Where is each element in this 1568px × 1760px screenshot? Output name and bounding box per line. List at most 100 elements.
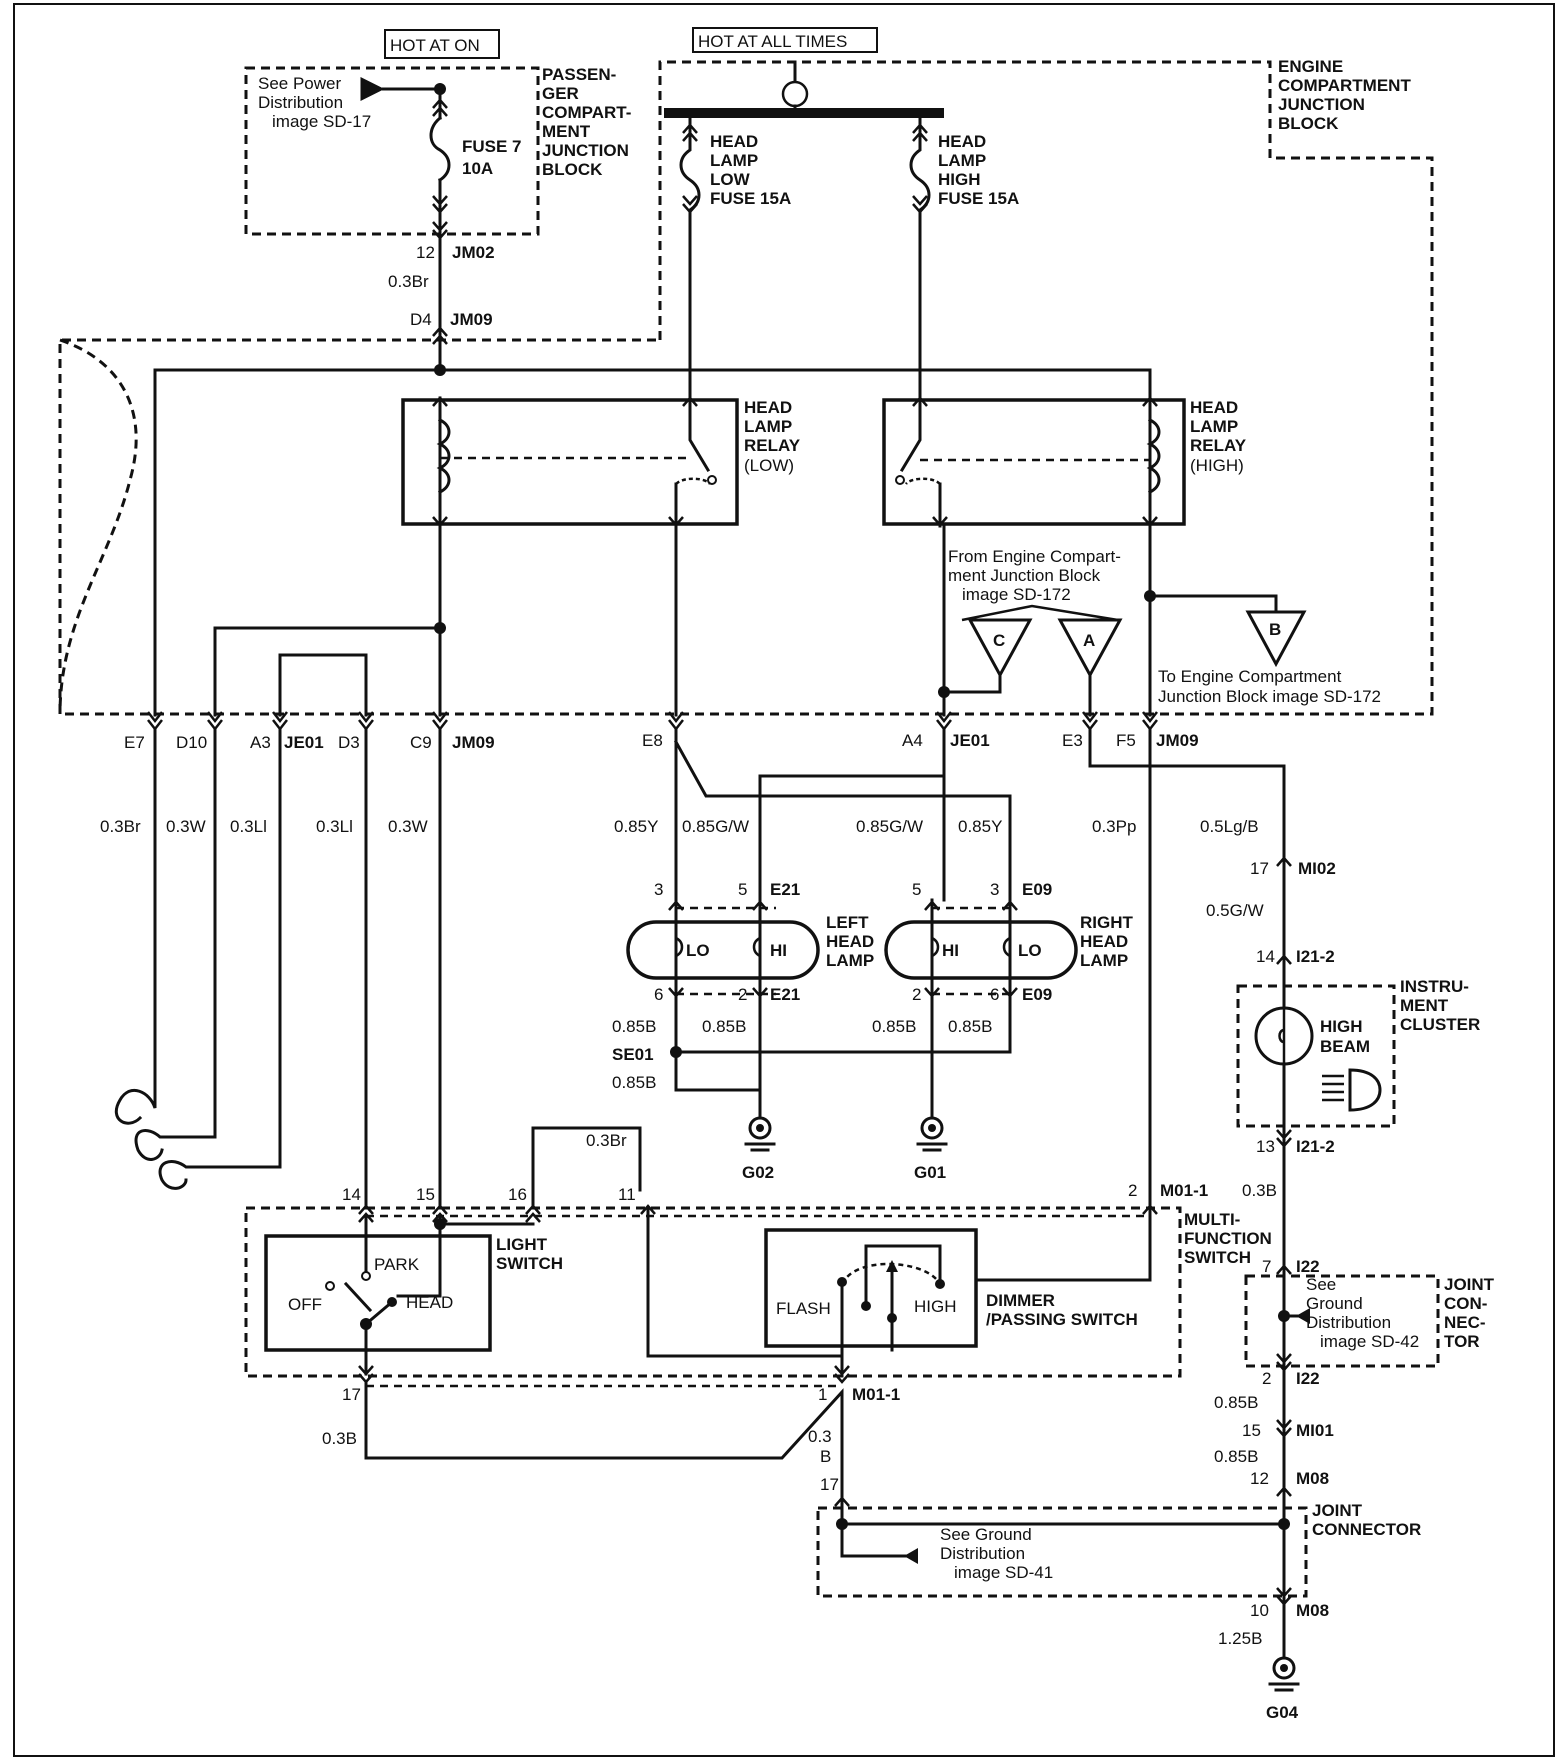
pin-d4: D4 bbox=[410, 310, 432, 329]
hot-at-on-label: HOT AT ON bbox=[384, 29, 500, 59]
svg-text:HEAD: HEAD bbox=[826, 932, 874, 951]
pin-2-switch: 2 bbox=[1128, 1181, 1137, 1200]
head-lamp-low-fuse: HEAD LAMP LOW FUSE 15A bbox=[679, 116, 791, 400]
svg-text:G04: G04 bbox=[1266, 1703, 1299, 1722]
connector-i21-2-top: I21-2 bbox=[1296, 947, 1335, 966]
connector-e09-bottom: E09 bbox=[1022, 985, 1052, 1004]
connector-e21-bottom: E21 bbox=[770, 985, 800, 1004]
svg-text:COMPARTMENT: COMPARTMENT bbox=[1278, 76, 1411, 95]
svg-text:ENGINE: ENGINE bbox=[1278, 57, 1343, 76]
pin-17-mi02: 17 bbox=[1250, 859, 1269, 878]
relay-low-box bbox=[401, 398, 739, 526]
svg-text:/PASSING SWITCH: /PASSING SWITCH bbox=[986, 1310, 1138, 1329]
wire-se01-label: 0.85B bbox=[612, 1073, 656, 1092]
pin-16-switch: 16 bbox=[508, 1185, 527, 1204]
connector-mi02: MI02 bbox=[1298, 859, 1336, 878]
connector-tag-c: C bbox=[967, 618, 1033, 679]
pin-f5: F5 bbox=[1116, 731, 1136, 750]
svg-text:Junction Block image SD-172: Junction Block image SD-172 bbox=[1158, 687, 1381, 706]
svg-text:C: C bbox=[993, 631, 1005, 650]
connector-jm02: JM02 bbox=[452, 243, 495, 262]
head-lamp-high-fuse: HEAD LAMP HIGH FUSE 15A bbox=[909, 116, 1019, 400]
svg-text:JUNCTION: JUNCTION bbox=[542, 141, 629, 160]
fuse-7: FUSE 7 10A bbox=[429, 87, 522, 240]
light-switch-off-label: OFF bbox=[288, 1295, 322, 1314]
svg-text:LAMP: LAMP bbox=[1080, 951, 1128, 970]
wire-e3-label: 0.5Lg/B bbox=[1200, 817, 1259, 836]
pin-right-6: 6 bbox=[990, 985, 999, 1004]
connector-e09-top: E09 bbox=[1022, 880, 1052, 899]
wire-left-2-label: 0.85B bbox=[702, 1017, 746, 1036]
svg-text:From Engine Compart-: From Engine Compart- bbox=[948, 547, 1121, 566]
pin-e7: E7 bbox=[124, 733, 145, 752]
svg-text:DIMMER: DIMMER bbox=[986, 1291, 1055, 1310]
svg-text:CLUSTER: CLUSTER bbox=[1400, 1015, 1480, 1034]
connector-je01-left: JE01 bbox=[284, 733, 324, 752]
svg-text:HOT AT ALL TIMES: HOT AT ALL TIMES bbox=[698, 32, 847, 51]
svg-text:MENT: MENT bbox=[542, 122, 591, 141]
svg-text:FUSE 15A: FUSE 15A bbox=[710, 189, 791, 208]
light-switch-park-label: PARK bbox=[374, 1255, 420, 1274]
connector-i22-bottom: I22 bbox=[1296, 1369, 1320, 1388]
wire-0.3br-top: 0.3Br bbox=[388, 272, 429, 291]
svg-text:LOW: LOW bbox=[710, 170, 751, 189]
svg-text:SWITCH: SWITCH bbox=[496, 1254, 563, 1273]
svg-text:HIGH: HIGH bbox=[1320, 1017, 1363, 1036]
high-beam-indicator: HIGH BEAM bbox=[1254, 1006, 1370, 1066]
svg-text:JOINT: JOINT bbox=[1444, 1275, 1495, 1294]
pin-left-2: 2 bbox=[738, 985, 747, 1004]
svg-text:NEC-: NEC- bbox=[1444, 1313, 1486, 1332]
pin-right-2: 2 bbox=[912, 985, 921, 1004]
svg-text:RELAY: RELAY bbox=[1190, 436, 1247, 455]
svg-text:TOR: TOR bbox=[1444, 1332, 1480, 1351]
pin-left-5: 5 bbox=[738, 880, 747, 899]
light-switch-head-label: HEAD bbox=[406, 1293, 453, 1312]
see-ground-41-note: See Ground Distribution image SD-41 bbox=[940, 1525, 1053, 1582]
svg-text:Distribution: Distribution bbox=[1306, 1313, 1391, 1332]
dimmer-switch-box bbox=[764, 1228, 978, 1348]
svg-text:LAMP: LAMP bbox=[1190, 417, 1238, 436]
svg-text:BEAM: BEAM bbox=[1320, 1037, 1370, 1056]
svg-text:See: See bbox=[1306, 1275, 1336, 1294]
svg-text:LAMP: LAMP bbox=[826, 951, 874, 970]
svg-text:JOINT: JOINT bbox=[1312, 1501, 1363, 1520]
pin-2-i22: 2 bbox=[1262, 1369, 1271, 1388]
wire-e8-label: 0.85Y bbox=[614, 817, 658, 836]
wire-f5-label: 0.3Pp bbox=[1092, 817, 1136, 836]
pin-10-m08: 10 bbox=[1250, 1601, 1269, 1620]
svg-text:LAMP: LAMP bbox=[710, 151, 758, 170]
svg-text:BLOCK: BLOCK bbox=[1278, 114, 1339, 133]
connector-se01: SE01 bbox=[612, 1045, 654, 1064]
see-power-distribution-note: See Power Distribution image SD-17 bbox=[258, 74, 371, 131]
svg-text:RIGHT: RIGHT bbox=[1080, 913, 1134, 932]
relay-high-label: HEAD LAMP RELAY (HIGH) bbox=[1190, 398, 1247, 475]
connector-jm09-top: JM09 bbox=[450, 310, 493, 329]
svg-text:HEAD: HEAD bbox=[710, 132, 758, 151]
connector-i21-2-bottom: I21-2 bbox=[1296, 1137, 1335, 1156]
wire-mi02-label: 0.5G/W bbox=[1206, 901, 1264, 920]
pin-17-joint: 17 bbox=[820, 1475, 839, 1494]
bus-terminal bbox=[781, 80, 809, 108]
wire-mi01-label: 0.85B bbox=[1214, 1447, 1258, 1466]
svg-text:CONNECTOR: CONNECTOR bbox=[1312, 1520, 1421, 1539]
instrument-cluster-box bbox=[1236, 984, 1396, 1128]
svg-text:HIGH: HIGH bbox=[938, 170, 981, 189]
light-switch-box bbox=[264, 1234, 492, 1352]
joint-connector-upper-label: JOINT CON- NEC- TOR bbox=[1444, 1275, 1495, 1351]
connector-i22-top: I22 bbox=[1296, 1257, 1320, 1276]
svg-text:LIGHT: LIGHT bbox=[496, 1235, 548, 1254]
svg-text:HEAD: HEAD bbox=[744, 398, 792, 417]
wire-a4a-label: 0.85G/W bbox=[856, 817, 923, 836]
svg-text:BLOCK: BLOCK bbox=[542, 160, 603, 179]
pin-right-5: 5 bbox=[912, 880, 921, 899]
see-ground-42-note: See Ground Distribution image SD-42 bbox=[1306, 1275, 1419, 1351]
connector-jm09-right: JM09 bbox=[1156, 731, 1199, 750]
svg-text:COMPART-: COMPART- bbox=[542, 103, 631, 122]
svg-text:B: B bbox=[1269, 620, 1281, 639]
pin-a4: A4 bbox=[902, 731, 923, 750]
svg-text:image SD-172: image SD-172 bbox=[962, 585, 1071, 604]
svg-text:Ground: Ground bbox=[1306, 1294, 1363, 1313]
svg-text:JUNCTION: JUNCTION bbox=[1278, 95, 1365, 114]
svg-text:LEFT: LEFT bbox=[826, 913, 869, 932]
